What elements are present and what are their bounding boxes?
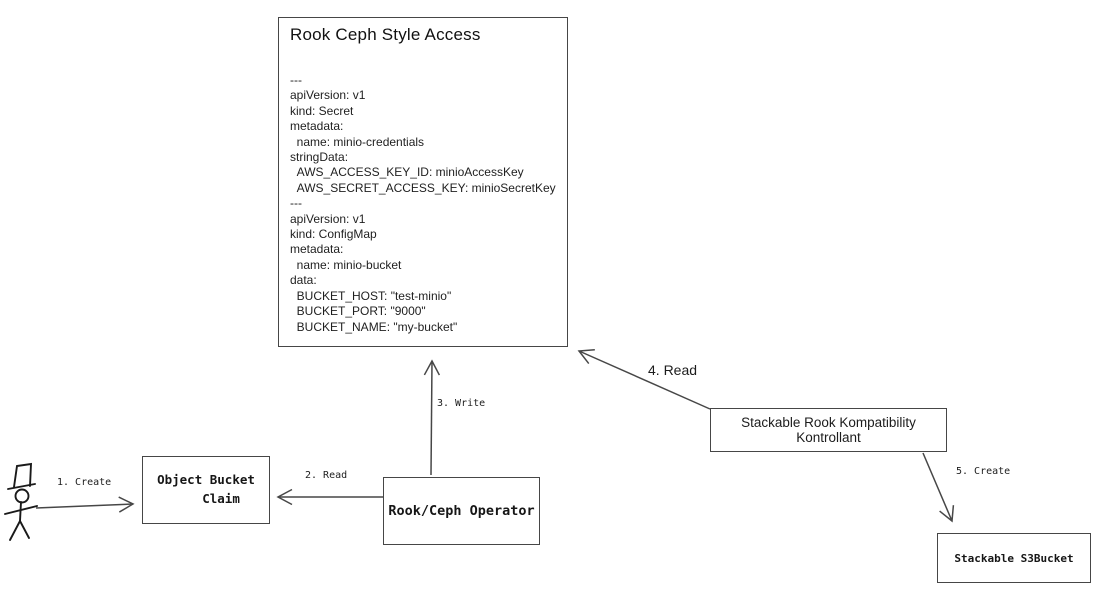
user-actor-icon	[4, 462, 38, 541]
actor-body	[19, 501, 22, 522]
node-object-bucket-claim: Object Bucket Claim	[142, 456, 270, 524]
actor-hat-crown	[13, 462, 33, 488]
arrow-create-obc	[35, 496, 135, 513]
node-stackable-kontrollant: Stackable Rook Kompatibility Kontrollant	[710, 408, 947, 452]
node-stackable-s3bucket-label: Stackable S3Bucket	[954, 551, 1074, 565]
node-rook-ceph-operator: Rook/Ceph Operator	[383, 477, 540, 545]
actor-arms	[4, 505, 38, 515]
arrow-write-yaml	[423, 359, 441, 476]
arrow-create-s3bucket	[922, 452, 955, 523]
node-rook-ceph-operator-label: Rook/Ceph Operator	[388, 503, 535, 519]
yaml-box-body: --- apiVersion: v1 kind: Secret metadata…	[290, 73, 556, 334]
edge-label-create-obc: 1. Create	[57, 477, 112, 488]
yaml-box-title: Rook Ceph Style Access	[290, 25, 481, 44]
actor-head	[14, 488, 30, 504]
yaml-manifest-box: Rook Ceph Style Access --- apiVersion: v…	[278, 17, 568, 347]
edge-label-read-obc: 2. Read	[305, 470, 348, 481]
actor-hat-brim	[7, 483, 36, 490]
node-stackable-kontrollant-label: Stackable Rook Kompatibility Kontrollant	[741, 415, 916, 445]
actor-leg-right	[19, 520, 30, 539]
node-object-bucket-claim-label: Object Bucket Claim	[157, 472, 255, 506]
node-stackable-s3bucket: Stackable S3Bucket	[937, 533, 1091, 583]
edge-label-write-yaml: 3. Write	[437, 398, 486, 409]
edge-label-create-s3bucket: 5. Create	[956, 466, 1011, 477]
arrow-read-yaml	[577, 349, 711, 410]
edge-label-read-yaml: 4. Read	[648, 362, 698, 378]
actor-leg-left	[9, 520, 21, 541]
